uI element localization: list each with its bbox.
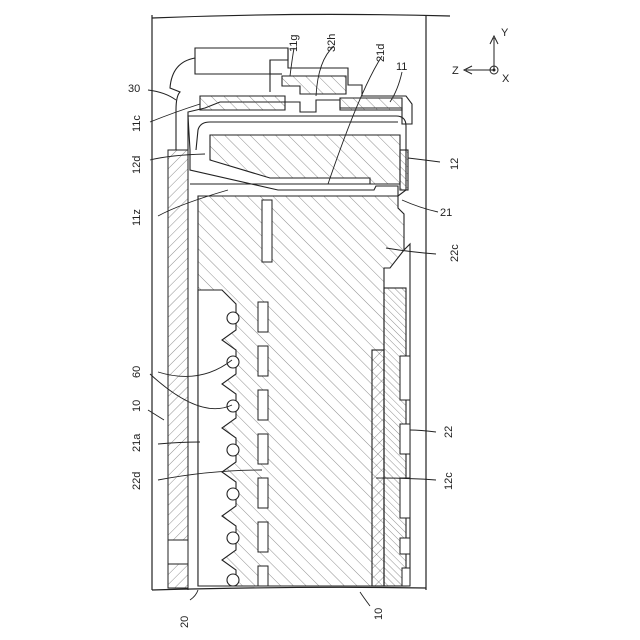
label-12d: 12d: [131, 156, 143, 174]
label-22c: 22c: [449, 244, 461, 262]
axes-indicator: [464, 36, 498, 74]
label-21d: 21d: [375, 44, 387, 62]
label-21a: 21a: [131, 433, 143, 452]
label-10-left: 10: [131, 400, 143, 412]
label-21: 21: [440, 207, 452, 219]
label-22d: 22d: [131, 472, 143, 490]
label-30: 30: [128, 83, 140, 95]
label-12c: 12c: [443, 472, 455, 490]
label-20: 20: [179, 616, 191, 628]
label-12: 12: [449, 158, 461, 170]
label-11g: 11g: [288, 34, 300, 52]
label-11c: 11c: [131, 115, 143, 132]
label-32h: 32h: [326, 34, 338, 52]
label-11z: 11z: [131, 209, 143, 226]
axis-y-label: Y: [501, 27, 509, 39]
left-wall: [168, 150, 188, 590]
label-22: 22: [443, 426, 455, 438]
label-60: 60: [131, 366, 143, 378]
label-11: 11: [396, 61, 407, 73]
axis-z-label: Z: [452, 65, 459, 77]
label-10-bottom: 10: [373, 608, 385, 620]
axis-x-label: X: [502, 73, 510, 85]
